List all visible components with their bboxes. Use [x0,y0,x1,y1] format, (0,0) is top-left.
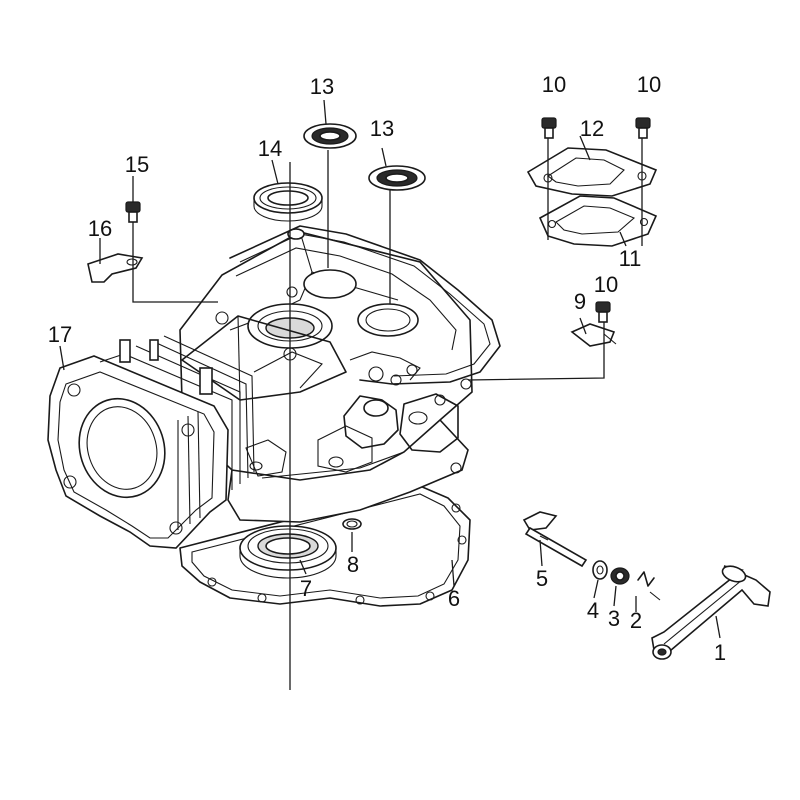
callout-1: 1 [714,640,726,665]
callout-17: 17 [48,322,72,347]
callout-8: 8 [347,552,359,577]
clamp-9 [570,323,617,347]
callout-14: 14 [258,136,282,161]
leader-lines [59,99,721,639]
clip-2 [637,571,661,601]
bolt-10-bracket [595,301,611,323]
breather-gasket-11 [538,195,658,247]
crankcase-gasket [179,485,471,607]
governor-shaft-5 [522,511,588,568]
callout-10-right: 10 [637,72,661,97]
callout-9: 9 [574,289,586,314]
callout-5: 5 [536,566,548,591]
bracket-16 [87,253,144,283]
callout-15: 15 [125,152,149,177]
callout-10-left: 10 [542,72,566,97]
oil-seal-13-right [368,165,426,191]
dowel-pin-8 [342,518,362,530]
callout-16: 16 [88,216,112,241]
washer-4 [592,560,608,580]
bolt-10-right [635,117,651,139]
oil-seal-14 [253,182,323,222]
crank-handle-1 [651,565,771,660]
pin-3 [610,567,630,585]
callout-13-left: 13 [310,74,334,99]
callout-2: 2 [630,608,642,633]
callout-4: 4 [587,598,599,623]
bolt-10-left [541,117,557,139]
cylinder-head-block [47,335,255,549]
crankcase-body [179,225,501,523]
callout-10-bracket: 10 [594,272,618,297]
callout-3: 3 [608,606,620,631]
oil-seal-13-left [303,123,357,149]
bolt-15 [125,201,141,223]
callout-6: 6 [448,586,460,611]
callout-12: 12 [580,116,604,141]
callout-13-right: 13 [370,116,394,141]
callout-11: 11 [619,246,642,271]
main-bearing-7 [239,525,337,579]
breather-cover-12 [526,147,658,197]
callout-7: 7 [300,576,312,601]
